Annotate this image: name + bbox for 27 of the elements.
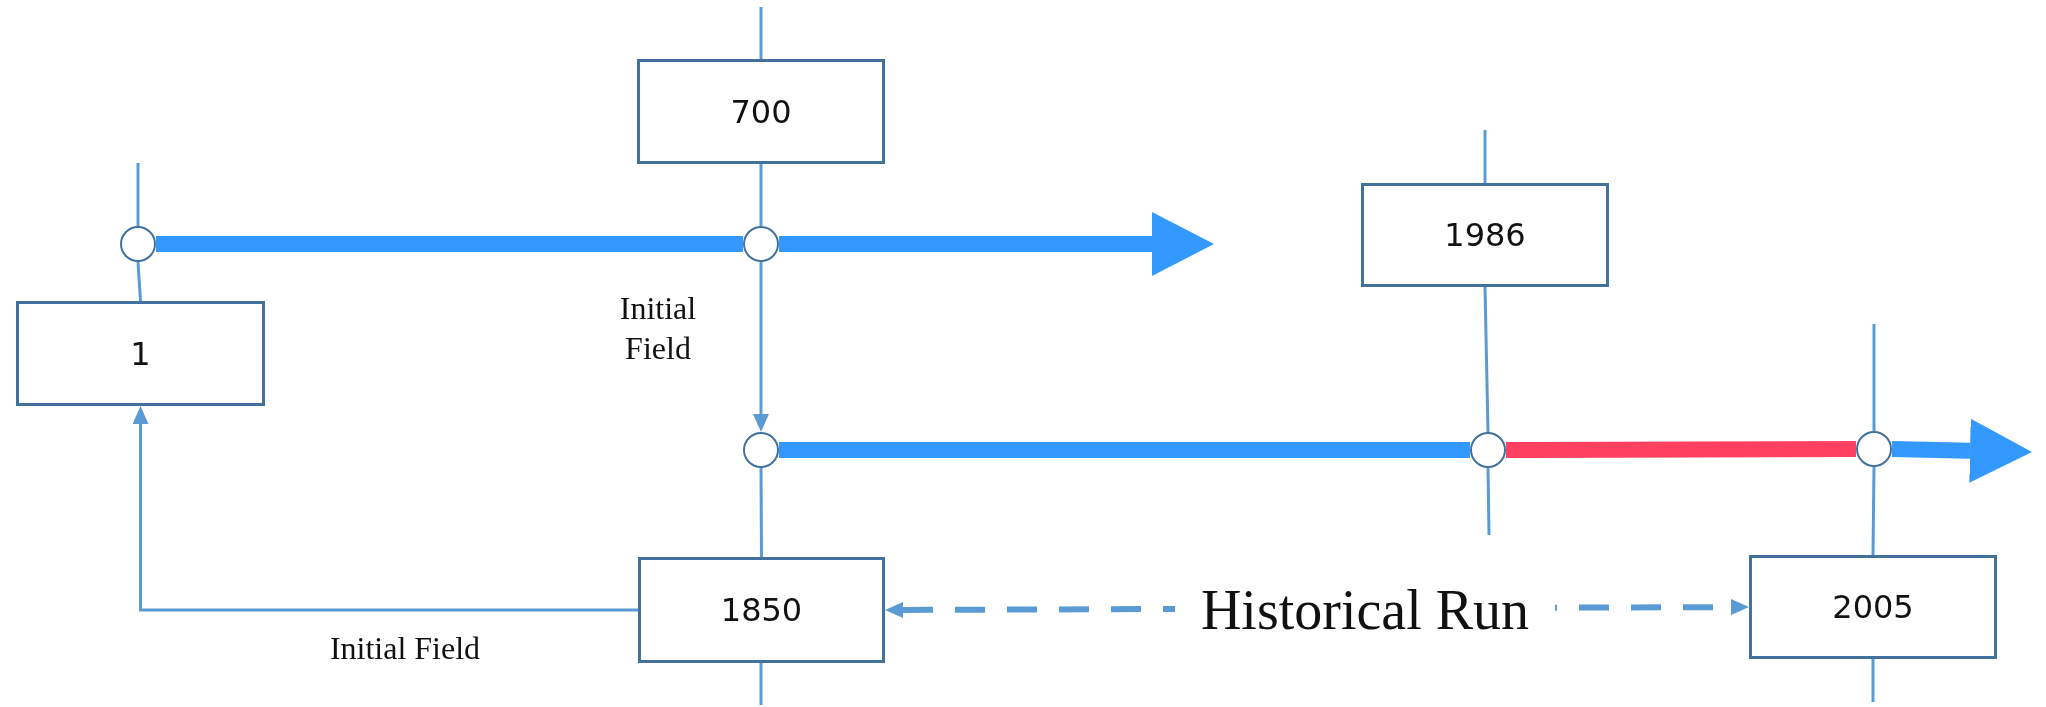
- year-label: 2005: [1832, 588, 1914, 626]
- timeline-point: [1470, 432, 1506, 468]
- arrow: [753, 262, 769, 432]
- connector-line: [1871, 467, 1876, 555]
- year-box: [1361, 183, 1609, 287]
- year-label: 700: [730, 92, 792, 131]
- timeline-point: [120, 226, 156, 262]
- timeline-point: [1856, 431, 1892, 467]
- connector-line: [759, 468, 763, 557]
- year-box: [1749, 555, 1997, 659]
- arrow: [132, 406, 638, 612]
- year-box: [638, 557, 885, 663]
- arrow: [779, 212, 1214, 276]
- arrow: [1891, 418, 2032, 483]
- year-label: 1: [130, 334, 151, 373]
- connector-line: [136, 261, 142, 302]
- timeline-point: [743, 226, 779, 262]
- connector-line: [1483, 286, 1490, 433]
- year-label: 1850: [720, 591, 803, 629]
- year-box: [637, 59, 885, 164]
- connector-line: [759, 164, 763, 226]
- timeline-bar: [156, 236, 743, 252]
- timeline-bar: [779, 442, 1470, 458]
- timeline-point: [743, 432, 779, 468]
- year-box: [16, 301, 265, 406]
- year-label: 1986: [1444, 216, 1526, 254]
- timeline-bar: [1505, 441, 1857, 458]
